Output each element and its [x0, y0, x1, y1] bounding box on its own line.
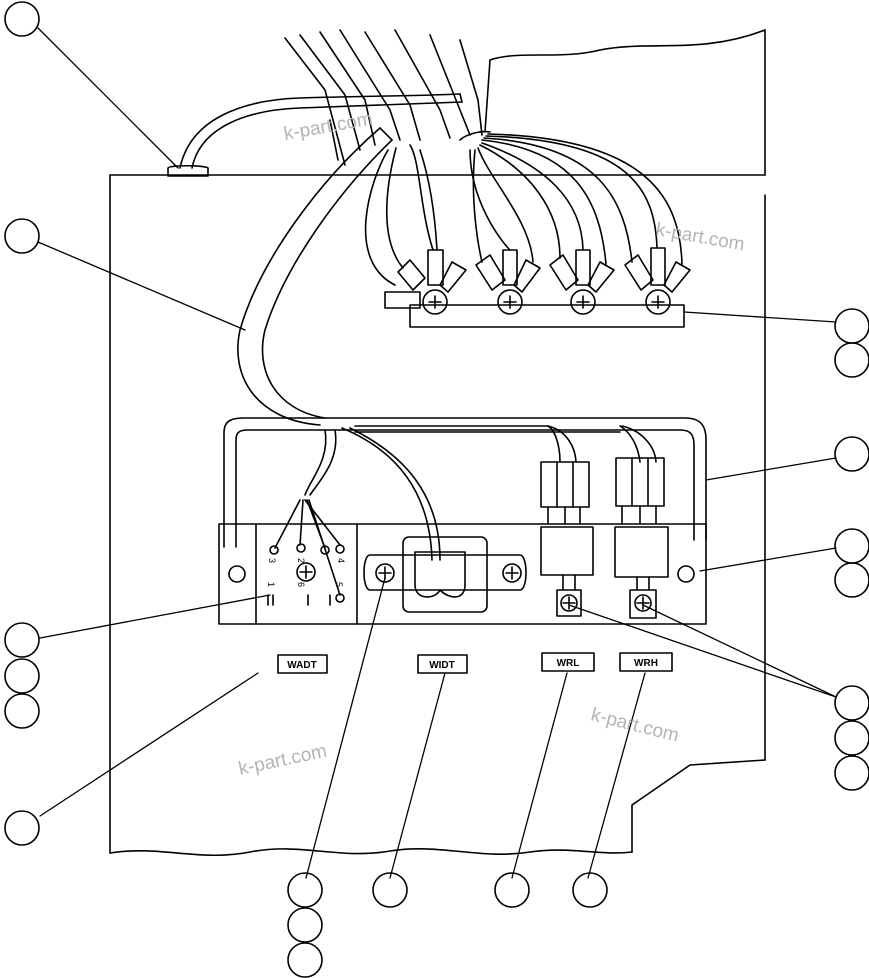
pin-label-2: 2	[296, 558, 306, 563]
upper-terminal-block	[384, 247, 691, 328]
pin-label-1: 1	[266, 582, 276, 587]
watermark-3: k-part.com	[237, 741, 329, 780]
frame-panel	[109, 29, 766, 857]
pin-label-6: 6	[296, 582, 306, 587]
wrh-connector	[614, 457, 669, 619]
top-loop-cable	[167, 93, 463, 177]
pin-label-4: 4	[336, 558, 346, 563]
pin-label-5: 5	[334, 582, 344, 587]
wrl-connector	[540, 461, 594, 617]
tag-widt-box	[417, 654, 468, 674]
tag-widt-label: WIDT	[429, 660, 455, 671]
tag-wrh-box	[619, 652, 673, 672]
tag-wadt-box	[277, 654, 328, 674]
watermark-2: k-part.com	[654, 219, 746, 255]
tag-wadt-label: WADT	[287, 660, 316, 671]
pin-label-3: 3	[267, 558, 277, 563]
center-connector	[363, 536, 527, 613]
callout-bubbles	[4, 1, 869, 978]
terminal-wires	[364, 130, 683, 286]
wire-harness-bundle	[284, 29, 483, 166]
tag-wrh-label: WRH	[634, 658, 658, 669]
tag-wrl-label: WRL	[557, 658, 580, 669]
lower-mounting-plate	[218, 523, 707, 625]
mounting-bracket	[223, 417, 707, 548]
fan-terminal-strip	[267, 499, 345, 606]
watermark-1: k-part.com	[282, 109, 374, 145]
tag-wrl-box	[541, 652, 595, 672]
callout-leaders	[37, 27, 837, 879]
sheathed-cable	[237, 127, 393, 426]
